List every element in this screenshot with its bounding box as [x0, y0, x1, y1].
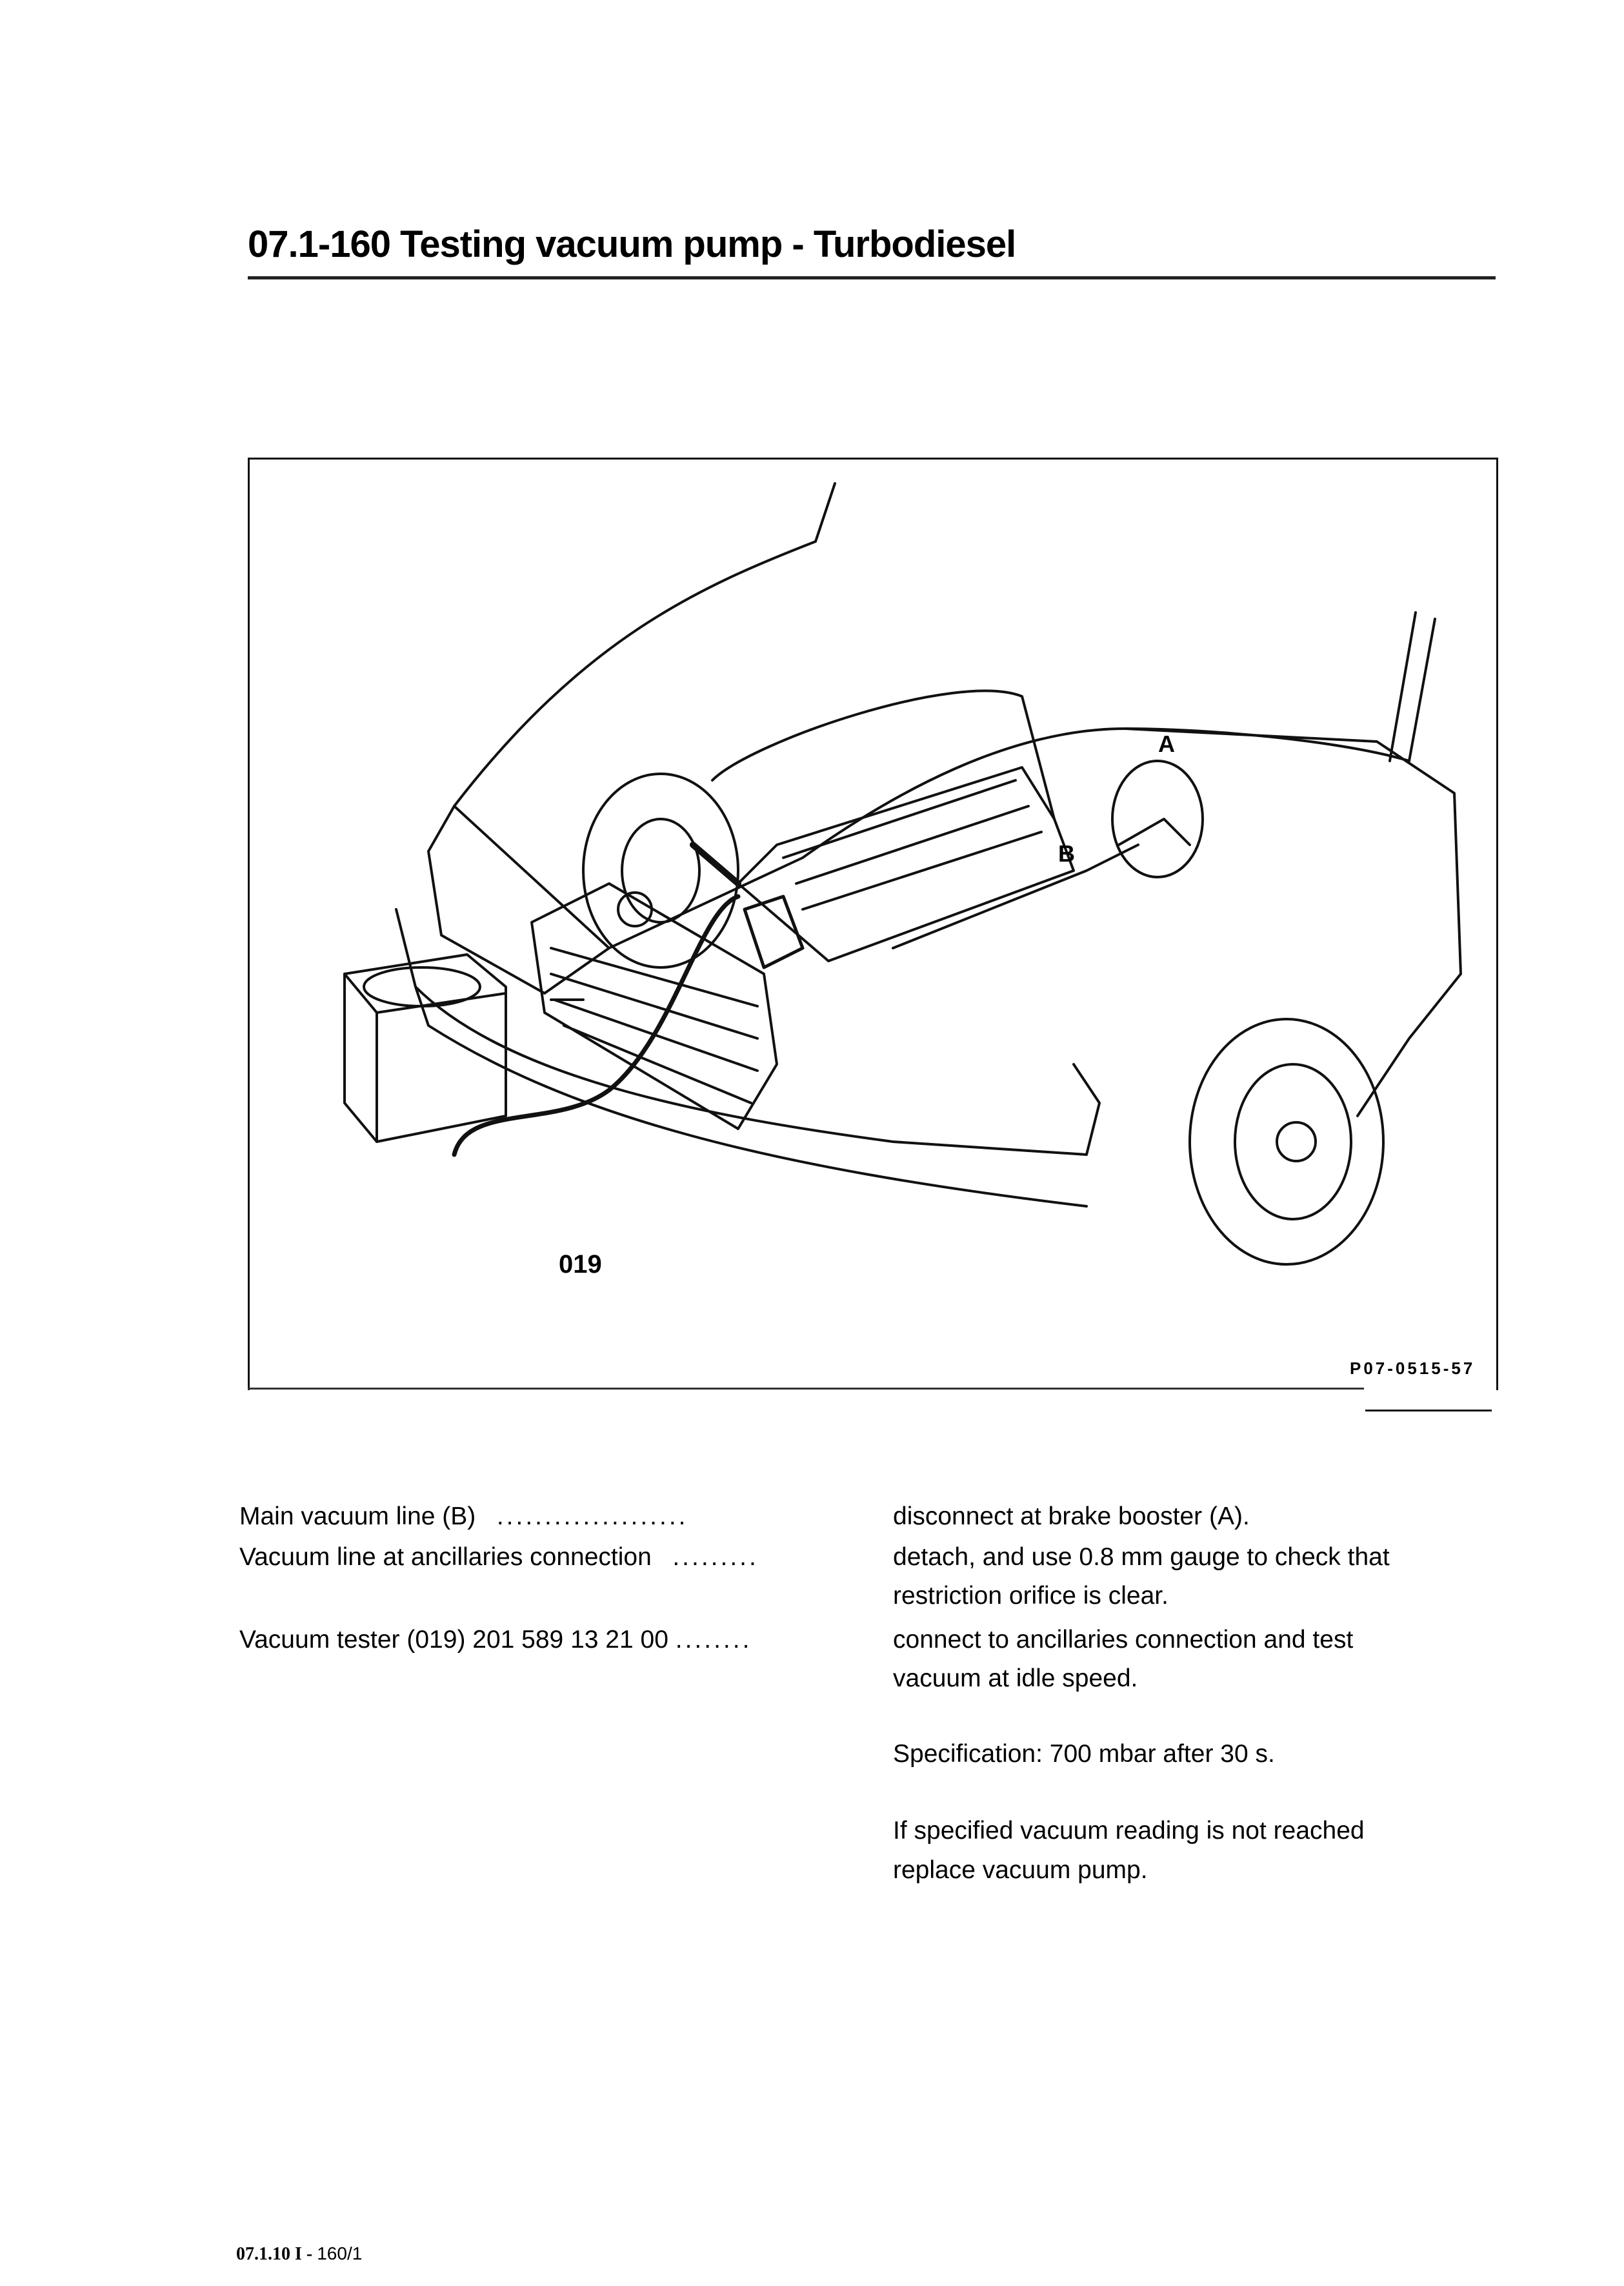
step-item-text: Vacuum tester (019) 201 589 13 21 00: [239, 1626, 668, 1654]
page-title: 07.1-160 Testing vacuum pump - Turbodies…: [248, 223, 1016, 265]
title-rule: [248, 276, 1496, 279]
callout-b-label: B: [1058, 840, 1075, 867]
page-footer: 07.1.10 I - 160/1: [236, 2243, 362, 2265]
step-item-text: Vacuum line at ancillaries connection: [239, 1543, 652, 1571]
step-item: Vacuum line at ancillaries connection ..…: [239, 1543, 759, 1572]
specification-note: Specification: 700 mbar after 30 s.: [893, 1740, 1275, 1768]
footer-code: 07.1.10 I -: [236, 2244, 317, 2264]
callout-019-label: 019: [559, 1250, 602, 1279]
replace-note-line2: replace vacuum pump.: [893, 1856, 1148, 1884]
step-item: Vacuum tester (019) 201 589 13 21 00 ...…: [239, 1626, 752, 1654]
footer-page-number: 160/1: [317, 2243, 363, 2263]
step-action: detach, and use 0.8 mm gauge to check th…: [893, 1543, 1390, 1571]
step-item: Main vacuum line (B) ...................…: [239, 1502, 688, 1531]
figure-frame-bottom: [248, 1388, 1364, 1390]
step-action: vacuum at idle speed.: [893, 1664, 1138, 1692]
step-action: disconnect at brake booster (A).: [893, 1502, 1250, 1530]
figure-frame: [248, 458, 1498, 1390]
figure-code: P07-0515-57: [1350, 1359, 1476, 1378]
replace-note-line1: If specified vacuum reading is not reach…: [893, 1817, 1365, 1845]
leader-dots: ........: [675, 1626, 752, 1654]
step-item-text: Main vacuum line (B): [239, 1502, 476, 1530]
leader-dots: ....................: [496, 1502, 688, 1530]
callout-a-label: A: [1158, 731, 1175, 757]
car-engine-illustration: [343, 482, 1462, 1266]
step-action: restriction orifice is clear.: [893, 1582, 1168, 1610]
leader-dots: .........: [672, 1543, 759, 1571]
figure-code-underline: [1365, 1410, 1492, 1411]
step-action: connect to ancillaries connection and te…: [893, 1626, 1354, 1654]
